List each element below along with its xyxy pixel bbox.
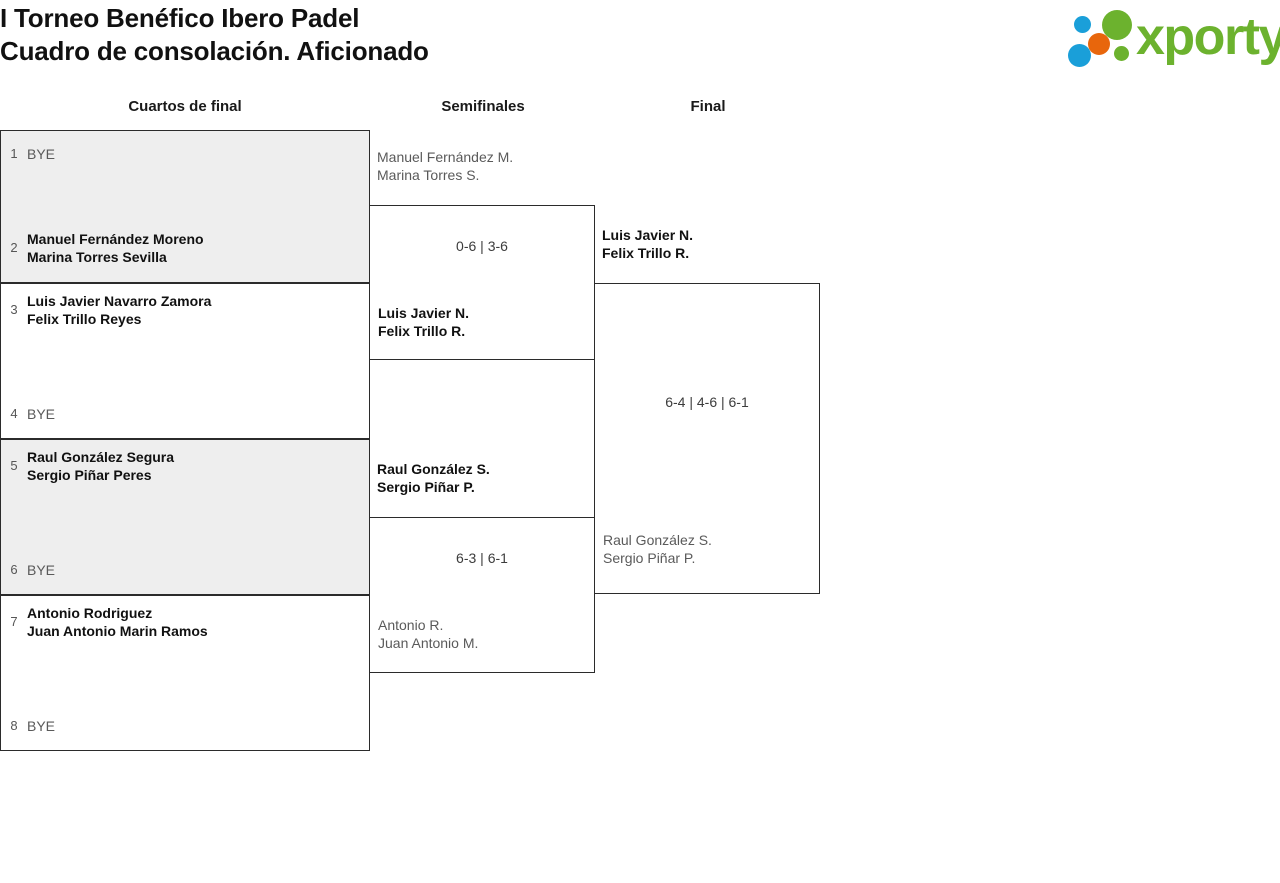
player-name-line2: Sergio Piñar P. — [377, 479, 475, 495]
match-slot-bottom[interactable]: Luis Javier N. Felix Trillo R. — [370, 304, 594, 340]
match-quarterfinal-3[interactable]: 5 Raul González Segura Sergio Piñar Pere… — [0, 439, 370, 595]
match-score: 6-4 | 4-6 | 6-1 — [665, 394, 749, 410]
match-slot-bottom[interactable]: 6 BYE — [1, 561, 369, 579]
match-semifinal-1[interactable]: Luis Javier N. Felix Trillo R. 0-6 | 3-6 — [369, 205, 595, 360]
logo-dot-orange — [1088, 33, 1110, 55]
player-names: BYE — [27, 561, 369, 579]
seed-number: 7 — [10, 614, 18, 629]
xporty-logo[interactable]: xporty — [1048, 4, 1280, 70]
player-name-line2: Sergio Piñar Peres — [27, 467, 152, 483]
logo-dot-blue-small — [1074, 16, 1091, 33]
player-name-line1: Raul González Segura — [27, 449, 175, 465]
match-semifinal-2-top-slot[interactable]: Raul González S. Sergio Piñar P. — [377, 460, 597, 496]
connector-final-top — [594, 205, 595, 284]
player-name-line2: Sergio Piñar P. — [603, 550, 696, 566]
player-name-line2: Juan Antonio M. — [378, 635, 479, 651]
seed-number: 5 — [10, 458, 18, 473]
page-header: I Torneo Benéfico Ibero Padel Cuadro de … — [0, 0, 1280, 82]
player-names: Luis Javier Navarro Zamora Felix Trillo … — [27, 292, 369, 328]
player-names: BYE — [27, 145, 369, 163]
player-name-line2: Felix Trillo Reyes — [27, 311, 142, 327]
player-name-line1: BYE — [27, 146, 56, 162]
match-slot-bottom[interactable]: 4 BYE — [1, 405, 369, 423]
match-slot-bottom[interactable]: 8 BYE — [1, 717, 369, 735]
connector-semifinal-column-tail — [369, 673, 370, 751]
round-header-final: Final — [690, 98, 726, 115]
tournament-name: I Torneo Benéfico Ibero Padel — [0, 3, 360, 33]
match-quarterfinal-1[interactable]: 1 BYE 2 Manuel Fernández Moreno Marina T… — [0, 130, 370, 283]
round-header-semifinals: Semifinales — [441, 98, 525, 115]
player-name-line2: Juan Antonio Marin Ramos — [27, 623, 208, 639]
match-slot-top[interactable]: 1 BYE — [1, 145, 369, 163]
player-names: Antonio R. Juan Antonio M. — [370, 616, 594, 652]
match-final-top-slot[interactable]: Luis Javier N. Felix Trillo R. — [602, 226, 822, 262]
match-slot-bottom[interactable]: 2 Manuel Fernández Moreno Marina Torres … — [1, 230, 369, 266]
player-name-line1: Luis Javier Navarro Zamora — [27, 293, 212, 309]
logo-dots-icon — [1062, 8, 1144, 68]
logo-wordmark: xporty — [1136, 8, 1280, 66]
seed-number: 3 — [10, 302, 18, 317]
match-slot-bottom[interactable]: Antonio R. Juan Antonio M. — [370, 616, 594, 652]
player-names: Luis Javier N. Felix Trillo R. — [370, 304, 594, 340]
player-name-line1: Manuel Fernández M. — [377, 149, 514, 165]
player-name-line2: Marina Torres Sevilla — [27, 249, 167, 265]
player-names: BYE — [27, 717, 369, 735]
player-names: Manuel Fernández M. Marina Torres S. — [377, 148, 597, 184]
match-slot-bottom[interactable]: Raul González S. Sergio Piñar P. — [595, 531, 819, 567]
player-name-line1: Antonio Rodriguez — [27, 605, 153, 621]
player-names: Antonio Rodriguez Juan Antonio Marin Ram… — [27, 604, 369, 640]
match-quarterfinal-2[interactable]: 3 Luis Javier Navarro Zamora Felix Trill… — [0, 283, 370, 439]
match-quarterfinal-4[interactable]: 7 Antonio Rodriguez Juan Antonio Marin R… — [0, 595, 370, 751]
match-slot-top[interactable]: 5 Raul González Segura Sergio Piñar Pere… — [1, 448, 369, 484]
player-names: Raul González S. Sergio Piñar P. — [595, 531, 819, 567]
player-name-line1: Luis Javier N. — [378, 305, 470, 321]
match-slot-top[interactable]: 3 Luis Javier Navarro Zamora Felix Trill… — [1, 292, 369, 328]
connector-semifinal-column-mid — [369, 360, 370, 516]
match-score: 0-6 | 3-6 — [456, 238, 508, 254]
player-name-line2: Felix Trillo R. — [378, 323, 466, 339]
page-title: I Torneo Benéfico Ibero Padel Cuadro de … — [0, 2, 429, 68]
seed-number: 8 — [10, 718, 18, 733]
player-names: Luis Javier N. Felix Trillo R. — [602, 226, 822, 262]
player-names: BYE — [27, 405, 369, 423]
player-name-line1: BYE — [27, 406, 56, 422]
seed-number: 6 — [10, 562, 18, 577]
seed-number: 4 — [10, 406, 18, 421]
player-names: Manuel Fernández Moreno Marina Torres Se… — [27, 230, 369, 266]
player-names: Raul González Segura Sergio Piñar Peres — [27, 448, 369, 484]
round-header-quarterfinals: Cuartos de final — [128, 98, 242, 115]
tournament-subtitle: Cuadro de consolación. Aficionado — [0, 36, 429, 66]
player-name-line1: Luis Javier N. — [602, 227, 694, 243]
player-name-line1: Raul González S. — [603, 532, 712, 548]
player-name-line1: Antonio R. — [378, 617, 444, 633]
logo-dot-blue-large — [1068, 44, 1091, 67]
player-name-line1: Raul González S. — [377, 461, 490, 477]
player-name-line2: Felix Trillo R. — [602, 245, 690, 261]
logo-dot-green-large — [1102, 10, 1132, 40]
logo-dot-green-small — [1114, 46, 1129, 61]
seed-number: 2 — [10, 240, 18, 255]
match-semifinal-1-top-slot[interactable]: Manuel Fernández M. Marina Torres S. — [377, 148, 597, 184]
connector-final-bottom — [594, 594, 595, 673]
player-name-line1: Manuel Fernández Moreno — [27, 231, 204, 247]
seed-number: 1 — [10, 146, 18, 161]
match-score: 6-3 | 6-1 — [456, 550, 508, 566]
connector-semifinal-1-top — [369, 130, 370, 206]
match-final[interactable]: Raul González S. Sergio Piñar P. 6-4 | 4… — [594, 283, 820, 594]
player-name-line1: BYE — [27, 562, 56, 578]
match-slot-top[interactable]: 7 Antonio Rodriguez Juan Antonio Marin R… — [1, 604, 369, 640]
player-name-line1: BYE — [27, 718, 56, 734]
player-names: Raul González S. Sergio Piñar P. — [377, 460, 597, 496]
player-name-line2: Marina Torres S. — [377, 167, 480, 183]
match-semifinal-2[interactable]: Antonio R. Juan Antonio M. 6-3 | 6-1 — [369, 517, 595, 673]
